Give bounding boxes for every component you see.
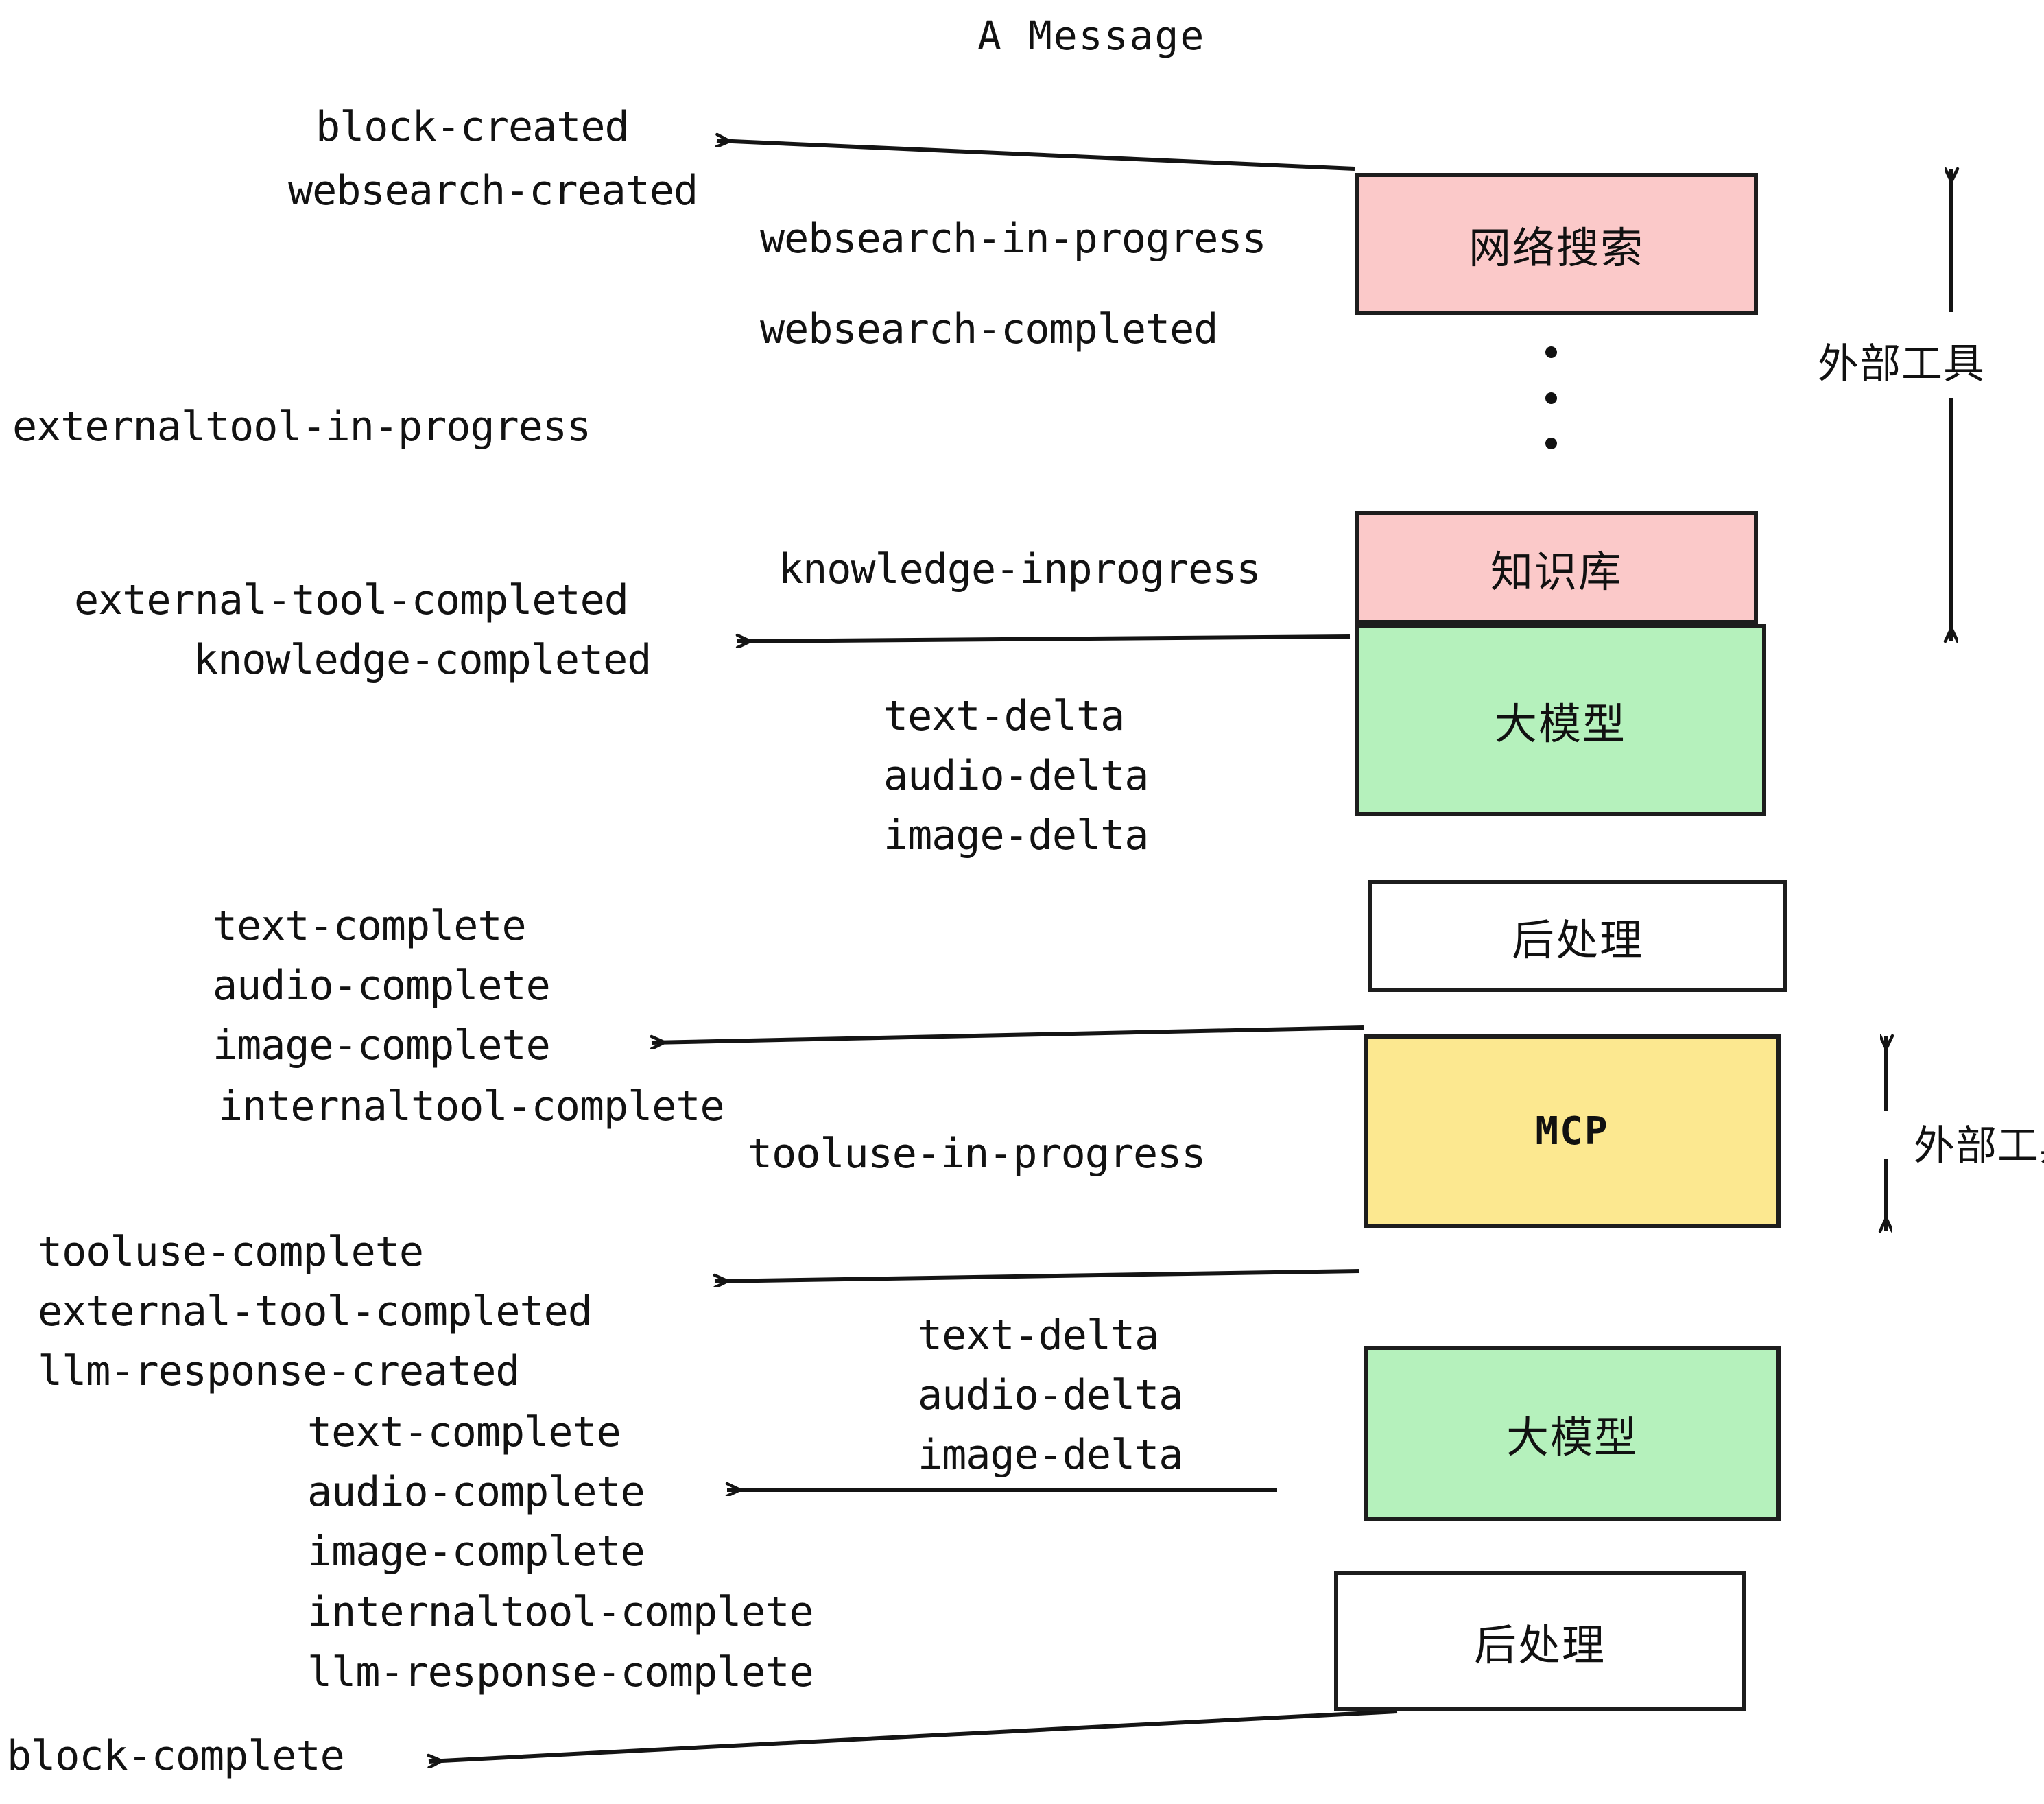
event-external-tool-completed-1: external-tool-completed bbox=[74, 576, 629, 624]
node-llm-1[interactable]: 大模型 bbox=[1355, 624, 1766, 816]
event-websearch-completed: websearch-completed bbox=[760, 305, 1218, 353]
event-text-delta-1: text-delta bbox=[883, 692, 1125, 740]
event-image-complete-2: image-complete bbox=[307, 1528, 645, 1576]
node-llm-1-label: 大模型 bbox=[1494, 699, 1626, 749]
event-external-tool-completed-2: external-tool-completed bbox=[38, 1287, 593, 1336]
event-audio-delta-2: audio-delta bbox=[918, 1371, 1183, 1419]
event-knowledge-completed: knowledge-completed bbox=[193, 636, 652, 684]
event-tooluse-in-progress: tooluse-in-progress bbox=[748, 1130, 1206, 1178]
event-internaltool-complete-2: internaltool-complete bbox=[307, 1588, 814, 1636]
arrow-knowledge-to-completed bbox=[737, 637, 1351, 641]
vertical-ellipsis bbox=[1545, 346, 1557, 449]
ellipsis-dot bbox=[1545, 438, 1557, 449]
event-knowledge-inprogress: knowledge-inprogress bbox=[779, 545, 1261, 593]
event-websearch-in-progress: websearch-in-progress bbox=[760, 215, 1267, 263]
event-block-complete: block-complete bbox=[7, 1732, 345, 1780]
event-image-delta-1: image-delta bbox=[883, 811, 1149, 859]
node-postprocess-1-label: 后处理 bbox=[1511, 914, 1643, 965]
node-llm-2-label: 大模型 bbox=[1506, 1412, 1638, 1462]
node-knowledge-label: 知识库 bbox=[1490, 546, 1622, 597]
event-externaltool-in-progress: externaltool-in-progress bbox=[12, 403, 591, 451]
event-audio-delta-1: audio-delta bbox=[883, 752, 1149, 800]
event-text-complete-1: text-complete bbox=[213, 902, 527, 950]
node-mcp[interactable]: MCP bbox=[1364, 1034, 1781, 1228]
node-mcp-label: MCP bbox=[1535, 1108, 1609, 1154]
ellipsis-dot bbox=[1545, 346, 1557, 358]
arrow-postproc2-to-block-complete bbox=[429, 1709, 1398, 1761]
ellipsis-dot bbox=[1545, 392, 1557, 404]
node-postprocess-2[interactable]: 后处理 bbox=[1334, 1571, 1746, 1711]
event-block-created: block-created bbox=[316, 103, 630, 151]
event-llm-response-complete: llm-response-complete bbox=[307, 1648, 814, 1696]
event-image-delta-2: image-delta bbox=[918, 1431, 1183, 1479]
event-websearch-created: websearch-created bbox=[288, 167, 698, 215]
event-internaltool-complete-1: internaltool-complete bbox=[218, 1082, 725, 1130]
arrow-mcp-to-tooluse-complete bbox=[715, 1269, 1360, 1281]
event-audio-complete-2: audio-complete bbox=[307, 1468, 645, 1516]
event-image-complete-1: image-complete bbox=[213, 1021, 551, 1069]
node-websearch-label: 网络搜索 bbox=[1468, 222, 1644, 273]
event-text-complete-2: text-complete bbox=[307, 1408, 621, 1456]
node-llm-2[interactable]: 大模型 bbox=[1364, 1346, 1781, 1521]
event-tooluse-complete: tooluse-complete bbox=[38, 1228, 424, 1276]
arrow-postproc-to-image-complete bbox=[652, 1025, 1364, 1043]
event-audio-complete-1: audio-complete bbox=[213, 962, 551, 1010]
side-label-external-tool-top: 外部工具 bbox=[1818, 340, 1985, 388]
side-label-external-tool-bottom: 外部工具 bbox=[1914, 1122, 2044, 1170]
node-knowledge[interactable]: 知识库 bbox=[1355, 511, 1758, 624]
node-postprocess-1[interactable]: 后处理 bbox=[1368, 880, 1787, 992]
event-llm-response-created: llm-response-created bbox=[38, 1347, 520, 1395]
node-postprocess-2-label: 后处理 bbox=[1473, 1619, 1606, 1670]
event-text-delta-2: text-delta bbox=[918, 1312, 1159, 1360]
page-title: A Message bbox=[977, 12, 1206, 59]
arrow-websearch-to-created bbox=[717, 141, 1355, 171]
node-websearch[interactable]: 网络搜索 bbox=[1355, 173, 1758, 315]
